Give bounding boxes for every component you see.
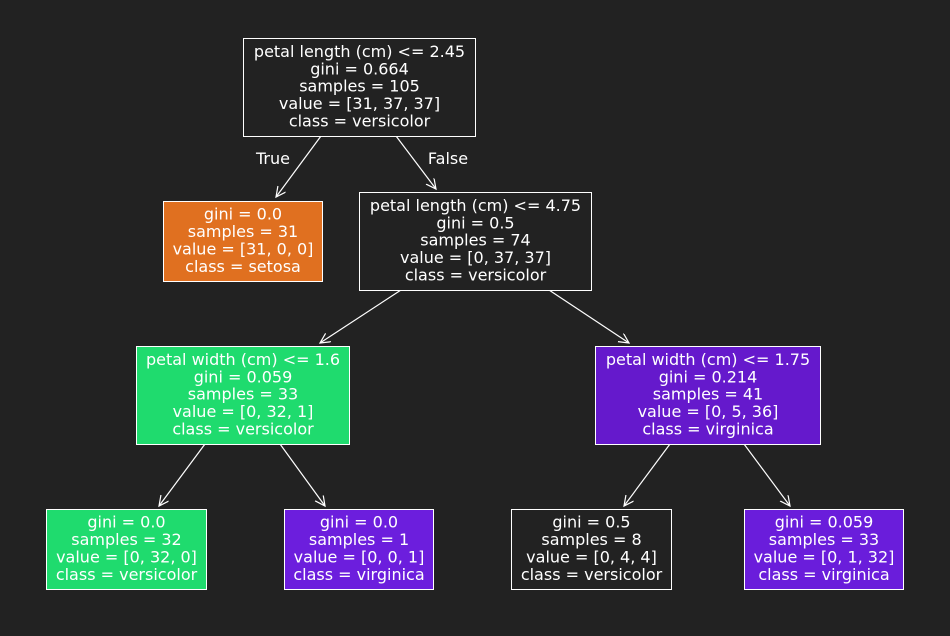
node-text-line: gini = 0.0 — [320, 513, 398, 532]
node-text-line: value = [0, 32, 1] — [173, 402, 314, 421]
node-text-line: samples = 32 — [71, 530, 181, 549]
node-text-line: class = versicolor — [405, 266, 547, 285]
node-text-line: class = virginica — [293, 565, 424, 584]
edge-root-to-split-petal-length-4-75 — [395, 135, 436, 189]
node-box — [284, 509, 434, 590]
node-text-line: gini = 0.214 — [659, 367, 758, 386]
node-box — [46, 509, 207, 590]
node-box — [511, 509, 672, 590]
tree-edges — [159, 135, 790, 506]
node-text-line: value = [0, 1, 32] — [754, 547, 895, 566]
node-text-line: class = versicolor — [521, 565, 663, 584]
edge-split-petal-width-1-6-to-virginica-leaf-1 — [279, 443, 325, 506]
edge-split-petal-width-1-6-to-versicolor-leaf-32 — [159, 443, 206, 506]
node-text-line: value = [0, 32, 0] — [56, 547, 197, 566]
node-text-line: gini = 0.664 — [310, 59, 409, 78]
edge-split-petal-width-1-75-to-versicolor-leaf-8 — [624, 443, 671, 506]
node-text-line: gini = 0.5 — [436, 213, 514, 232]
node-box — [243, 38, 476, 137]
node-text-line: gini = 0.059 — [194, 367, 293, 386]
node-text-line: samples = 31 — [188, 222, 298, 241]
node-text-line: class = virginica — [758, 565, 889, 584]
node-text-line: samples = 33 — [188, 385, 298, 404]
node-text-line: samples = 8 — [541, 530, 641, 549]
node-text-line: petal length (cm) <= 4.75 — [370, 196, 581, 215]
node-text-line: gini = 0.0 — [87, 513, 165, 532]
node-text-line: class = versicolor — [172, 420, 314, 439]
edge-split-petal-length-4-75-to-split-petal-width-1-75 — [548, 289, 629, 343]
node-text-line: value = [31, 37, 37] — [279, 94, 440, 113]
edge-label-true: True — [255, 149, 290, 168]
node-text-line: petal width (cm) <= 1.6 — [146, 350, 340, 369]
node-text-line: petal length (cm) <= 2.45 — [254, 42, 465, 61]
node-box — [744, 509, 904, 590]
edge-split-petal-width-1-75-to-virginica-leaf-33 — [743, 443, 790, 506]
node-text-line: class = setosa — [185, 257, 301, 276]
node-text-line: class = virginica — [642, 420, 773, 439]
node-text-line: samples = 33 — [769, 530, 879, 549]
node-text-line: gini = 0.5 — [552, 513, 630, 532]
node-text-line: value = [0, 0, 1] — [294, 547, 425, 566]
node-box — [136, 346, 350, 445]
node-text-line: value = [0, 4, 4] — [526, 547, 657, 566]
node-text-line: value = [0, 5, 36] — [638, 402, 779, 421]
node-text-line: samples = 105 — [299, 77, 420, 96]
edge-root-to-setosa-leaf — [276, 135, 322, 197]
node-text-line: samples = 41 — [653, 385, 763, 404]
node-text-line: samples = 1 — [309, 530, 409, 549]
node-text-line: samples = 74 — [420, 231, 530, 250]
edge-label-false: False — [428, 149, 468, 168]
node-text-line: class = versicolor — [289, 112, 431, 131]
node-text-line: class = versicolor — [56, 565, 198, 584]
node-text-line: gini = 0.059 — [775, 513, 874, 532]
node-box — [595, 346, 821, 445]
node-text-line: gini = 0.0 — [204, 205, 282, 224]
node-box — [359, 192, 592, 291]
edge-labels: True False — [255, 149, 468, 168]
edge-split-petal-length-4-75-to-split-petal-width-1-6 — [320, 289, 402, 343]
node-text-line: value = [0, 37, 37] — [400, 248, 551, 267]
node-text-line: petal width (cm) <= 1.75 — [606, 350, 810, 369]
node-box — [163, 201, 323, 282]
node-text-line: value = [31, 0, 0] — [173, 239, 314, 258]
